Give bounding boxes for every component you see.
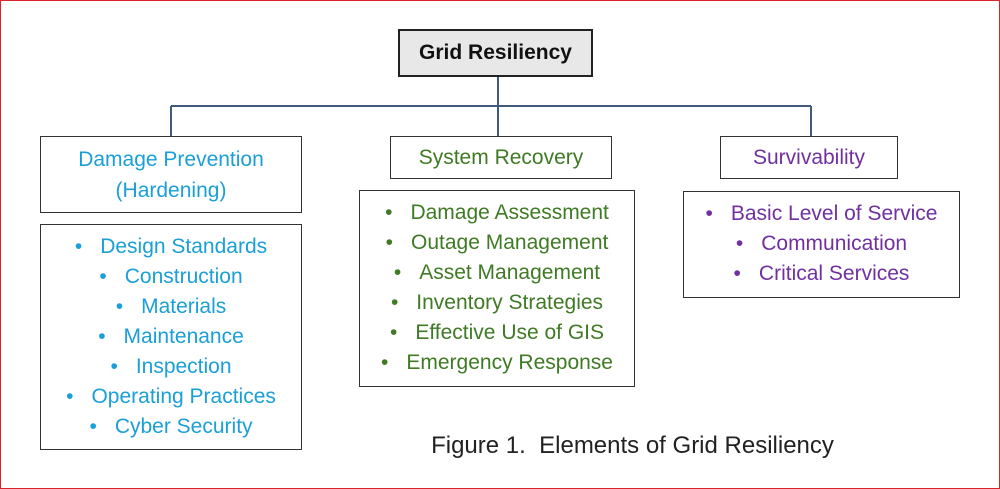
node-title-line2: (Hardening) [115,178,227,202]
list-item: Cyber Security [41,412,301,442]
node-survivability: Survivability [720,136,898,179]
list-item: Basic Level of Service [684,199,959,229]
list-item: Inventory Strategies [360,288,634,318]
list-item: Materials [41,292,301,322]
list-item: Maintenance [41,322,301,352]
root-label: Grid Resiliency [419,41,572,64]
node-title: Survivability [752,146,866,169]
list-item: Inspection [41,352,301,382]
list-item: Emergency Response [360,348,634,378]
damage-prevention-list: Design Standards Construction Materials … [40,224,302,450]
list-item: Design Standards [41,232,301,262]
list-item: Outage Management [360,228,634,258]
list-item: Damage Assessment [360,198,634,228]
node-damage-prevention: Damage Prevention (Hardening) [40,136,302,213]
figure-caption: Figure 1. Elements of Grid Resiliency [431,432,834,459]
list-item: Asset Management [360,258,634,288]
system-recovery-list: Damage Assessment Outage Management Asse… [359,190,635,387]
list-item: Construction [41,262,301,292]
list-item: Communication [684,229,959,259]
list-item: Effective Use of GIS [360,318,634,348]
survivability-list: Basic Level of Service Communication Cri… [683,191,960,298]
root-node-grid-resiliency: Grid Resiliency [398,29,593,77]
list-item: Operating Practices [41,382,301,412]
node-title: System Recovery [418,146,584,169]
node-title-line1: Damage Prevention [78,147,264,171]
list-item: Critical Services [684,259,959,289]
node-system-recovery: System Recovery [390,136,612,179]
